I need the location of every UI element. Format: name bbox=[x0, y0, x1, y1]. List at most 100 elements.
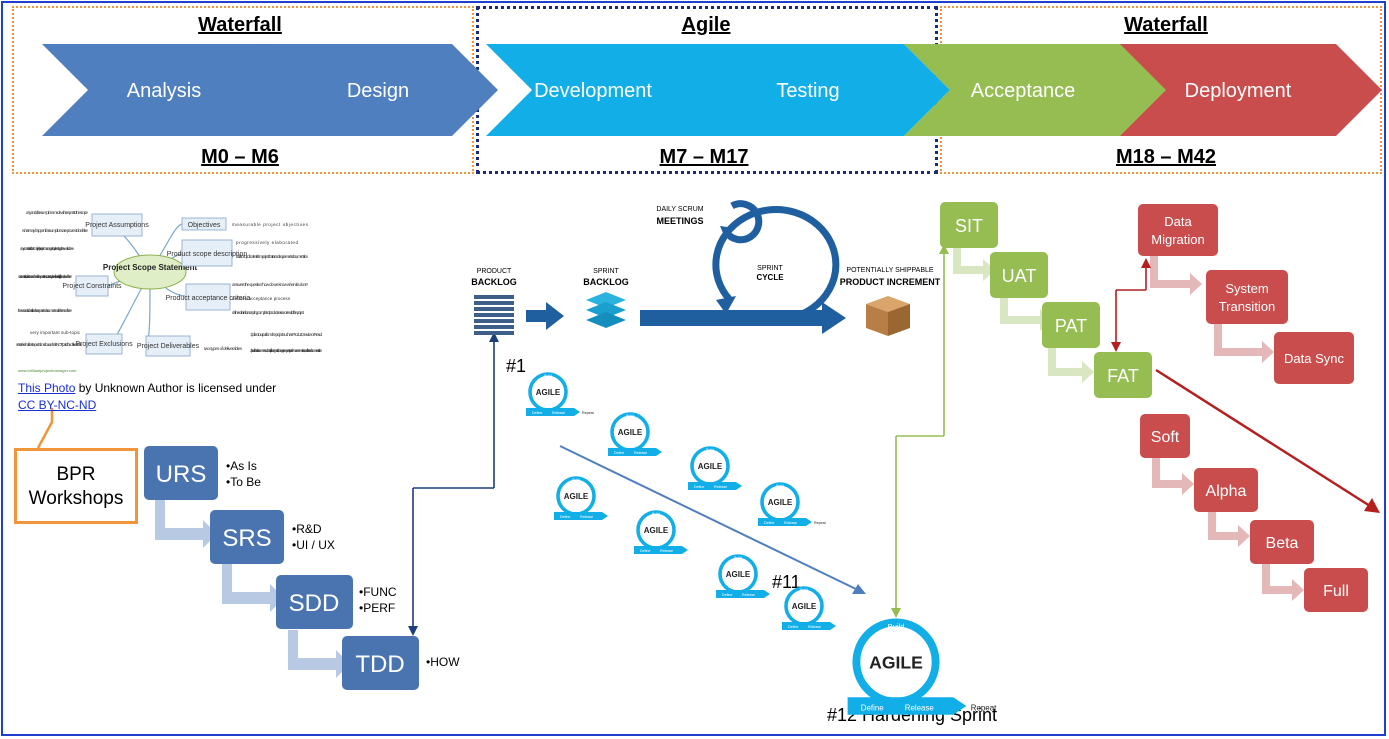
doc-label-tdd: TDD bbox=[355, 651, 404, 678]
daily-scrum-label-1: DAILY SCRUM bbox=[656, 206, 703, 213]
chevron-design: Design bbox=[262, 44, 498, 136]
bullet: •R&D bbox=[292, 522, 322, 536]
chevron-label-development: Development bbox=[534, 80, 652, 102]
deployment-step-arrows bbox=[1150, 256, 1304, 601]
build-label: Build bbox=[626, 414, 634, 418]
mindmap-note: 2) additional outcomes such as all plans… bbox=[250, 348, 322, 353]
photo-credit: This Photo by Unknown Author is licensed… bbox=[18, 380, 288, 414]
photo-link[interactable]: This Photo bbox=[18, 381, 76, 395]
acceptance-step-arrows bbox=[953, 246, 1094, 383]
chevron-development: Development bbox=[486, 44, 736, 136]
sprint-flow-arrow bbox=[640, 302, 846, 334]
mindmap-note: two types of deliverables bbox=[204, 346, 243, 351]
step-label-data-sync: Data Sync bbox=[1284, 351, 1344, 366]
mindmap-note: answers the question 'how do we know whe… bbox=[232, 282, 308, 287]
increment-label-2: PRODUCT INCREMENT bbox=[840, 277, 941, 287]
mindmap-node-objectives: Objectives bbox=[188, 222, 221, 229]
release-label: Release bbox=[905, 703, 935, 712]
urs-bullets: •As Is •To Be bbox=[226, 458, 261, 490]
license-link[interactable]: CC BY-NC-ND bbox=[18, 398, 97, 412]
increment-label-1: POTENTIALLY SHIPPABLE bbox=[846, 267, 933, 274]
agile-label: AGILE bbox=[792, 602, 817, 611]
project-scope-mindmap: Project Scope Statement Project Assumpti… bbox=[16, 210, 323, 373]
chevron-analysis: Analysis bbox=[42, 44, 312, 136]
mindmap-node-scope-description: Product scope description bbox=[167, 251, 248, 258]
build-label: Build bbox=[544, 374, 552, 378]
step-system-transition: System Transition bbox=[1206, 270, 1288, 324]
build-label: Build bbox=[887, 622, 904, 631]
build-label: Build bbox=[706, 448, 714, 452]
doc-step-arrows bbox=[155, 500, 350, 678]
define-label: Define bbox=[722, 593, 732, 597]
milestone-m7-m17: M7 – M17 bbox=[659, 146, 749, 168]
step-label-data-migration-1: Data bbox=[1164, 214, 1192, 229]
mindmap-note: builds on top of contents from project c… bbox=[236, 254, 308, 259]
chevron-label-testing: Testing bbox=[776, 80, 839, 102]
mindmap-note: defines acceptance process bbox=[232, 296, 291, 301]
step-label-system-transition-2: Transition bbox=[1219, 299, 1276, 314]
agile-label: AGILE bbox=[536, 388, 561, 397]
sprint-progression-arrow bbox=[559, 445, 866, 594]
step-data-migration: Data Migration bbox=[1138, 204, 1218, 256]
milestone-m0-m6: M0 – M6 bbox=[201, 146, 279, 168]
doc-sdd: SDD bbox=[276, 575, 353, 629]
phase-title-waterfall-2: Waterfall bbox=[1124, 14, 1208, 36]
doc-label-srs: SRS bbox=[222, 525, 271, 552]
agile-label: AGILE bbox=[726, 570, 751, 579]
chevron-label-design: Design bbox=[347, 80, 409, 102]
step-label-uat: UAT bbox=[1002, 266, 1037, 286]
repeat-label: Repeat bbox=[971, 703, 997, 712]
mindmap-note: cost constraints, milestone or schedule … bbox=[18, 274, 72, 279]
define-label: Define bbox=[560, 515, 570, 519]
step-label-beta: Beta bbox=[1266, 535, 1299, 552]
release-label: Release bbox=[552, 411, 565, 415]
tdd-backlog-connector bbox=[408, 332, 499, 636]
build-label: Build bbox=[800, 588, 808, 592]
chevron-label-analysis: Analysis bbox=[127, 80, 201, 102]
chevron-acceptance: Acceptance bbox=[904, 44, 1170, 136]
sprint-11-label: #11 bbox=[772, 572, 801, 592]
release-label: Release bbox=[808, 625, 821, 629]
sprint-backlog-icon bbox=[586, 292, 626, 328]
bullet: •As Is bbox=[226, 459, 257, 473]
sprint-cycle-loop bbox=[712, 206, 840, 322]
bullet: •To Be bbox=[226, 475, 261, 489]
phase-title-waterfall-1: Waterfall bbox=[198, 14, 282, 36]
build-label: Build bbox=[652, 512, 660, 516]
step-label-soft: Soft bbox=[1151, 429, 1180, 446]
bullet: •UI / UX bbox=[292, 538, 335, 552]
build-label: Build bbox=[572, 478, 580, 482]
mindmap-note: very important sub-topic bbox=[30, 330, 81, 335]
repeat-label: Repeat bbox=[814, 521, 826, 525]
mindmap-footer: www.brilliantprojectmanager.com bbox=[18, 368, 77, 373]
sprint-cycle-label-1: SPRINT bbox=[757, 265, 783, 272]
agile-label: AGILE bbox=[644, 526, 669, 535]
bullet: •FUNC bbox=[359, 585, 397, 599]
chevron-label-acceptance: Acceptance bbox=[971, 80, 1076, 102]
define-label: Define bbox=[694, 485, 704, 489]
bpr-connector bbox=[36, 408, 54, 449]
tdd-bullets: •HOW bbox=[426, 654, 460, 670]
chevron-label-deployment: Deployment bbox=[1185, 80, 1292, 102]
define-label: Define bbox=[861, 703, 884, 712]
backlog-arrow bbox=[526, 302, 564, 330]
define-label: Define bbox=[788, 625, 798, 629]
sprint-backlog-label-2: BACKLOG bbox=[583, 277, 629, 287]
product-increment-box-icon bbox=[866, 296, 910, 336]
sprint-backlog-label-1: SPRINT bbox=[593, 268, 619, 275]
release-label: Release bbox=[784, 521, 797, 525]
repeat-label: Repeat bbox=[582, 411, 594, 415]
define-label: Define bbox=[640, 549, 650, 553]
sprint-1-label: #1 bbox=[506, 356, 526, 376]
release-label: Release bbox=[580, 515, 593, 519]
step-label-fat: FAT bbox=[1107, 366, 1139, 386]
